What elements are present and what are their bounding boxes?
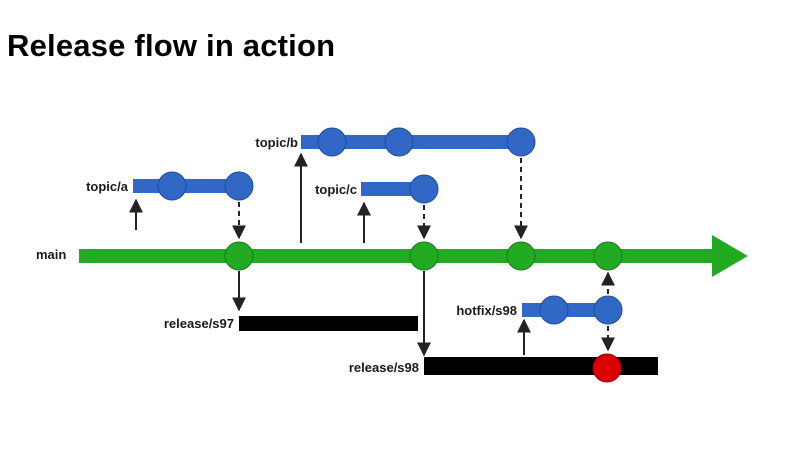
topic-c-commit-1 (409, 174, 439, 204)
topic-b-commit-3 (506, 127, 536, 157)
main-commit-2 (409, 241, 439, 271)
label-topic-c: topic/c (315, 182, 357, 197)
slide-title: Release flow in action (7, 28, 336, 63)
label-main: main (36, 247, 66, 262)
topic-b-commit-1 (317, 127, 347, 157)
topic-a-commit-1 (157, 171, 187, 201)
release-s98-bar (424, 357, 658, 375)
topic-c-bar (361, 182, 424, 196)
release-s98-hotfix-commit (592, 353, 622, 383)
topic-c-branch (361, 174, 439, 204)
label-hotfix-s98: hotfix/s98 (456, 303, 517, 318)
topic-b-commit-2 (384, 127, 414, 157)
label-topic-b: topic/b (255, 135, 298, 150)
hotfix-s98-commit-2 (593, 295, 623, 325)
label-release-s98: release/s98 (349, 360, 419, 375)
label-release-s97: release/s97 (164, 316, 234, 331)
topic-b-branch (301, 127, 536, 157)
label-topic-a: topic/a (86, 179, 129, 194)
topic-a-commit-2 (224, 171, 254, 201)
main-branch-bar (79, 249, 719, 263)
main-commit-1 (224, 241, 254, 271)
topic-a-branch (133, 171, 254, 201)
main-branch-arrowhead (712, 235, 748, 277)
main-commit-4 (593, 241, 623, 271)
hotfix-s98-commit-1 (539, 295, 569, 325)
release-s97-bar (239, 316, 418, 331)
main-commit-3 (506, 241, 536, 271)
hotfix-s98-branch (522, 295, 623, 325)
